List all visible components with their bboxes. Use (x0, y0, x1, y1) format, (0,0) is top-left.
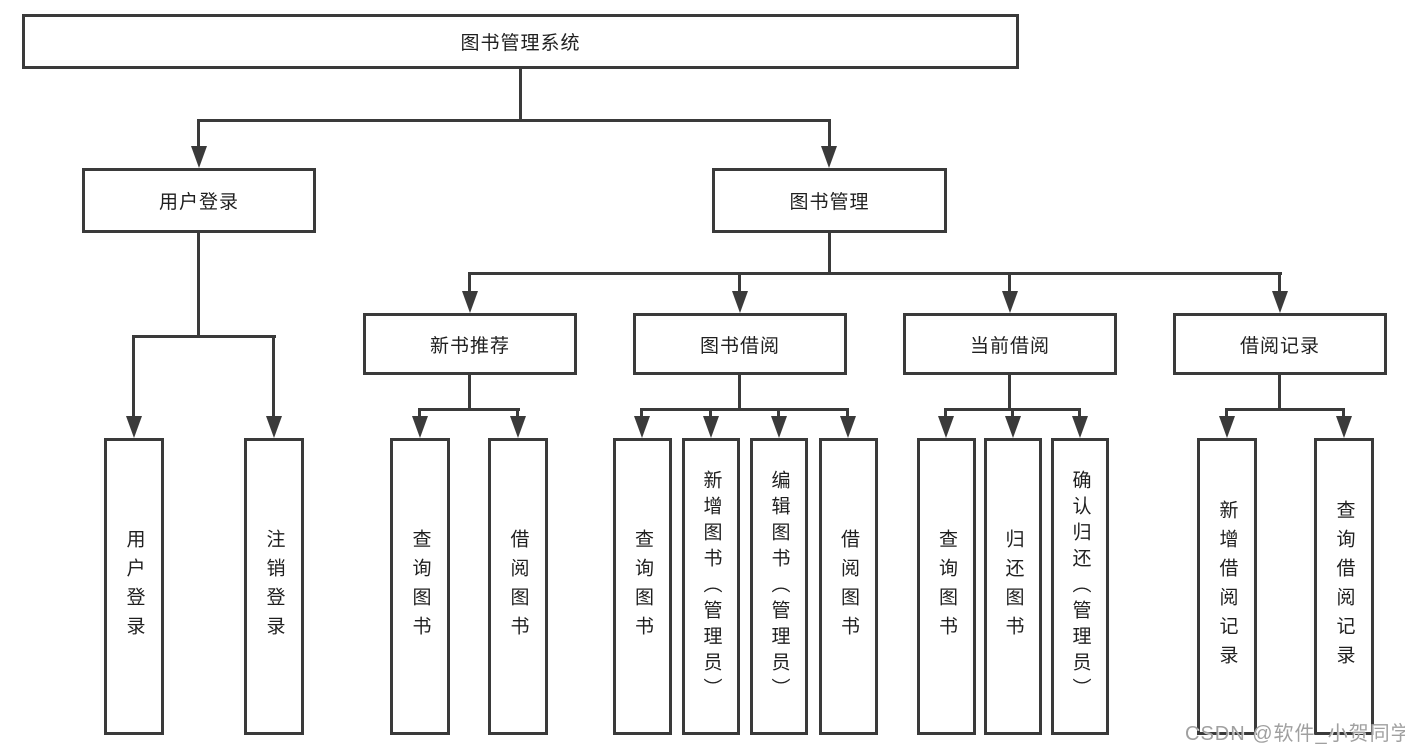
connector-vline (777, 408, 780, 418)
arrow-down-icon (1072, 416, 1088, 438)
node-label: 查询图书 (632, 528, 653, 645)
leaf-query-books: 查询图书 (390, 438, 450, 735)
node-user-login: 用户登录 (82, 168, 316, 233)
arrow-down-icon (1272, 291, 1288, 313)
arrow-down-icon (1002, 291, 1018, 313)
arrow-down-icon (462, 291, 478, 313)
connector-hline (197, 119, 831, 122)
connector-vline (468, 272, 471, 293)
connector-vline (132, 335, 135, 419)
connector-vline (468, 375, 471, 408)
node-book-management: 图书管理 (712, 168, 947, 233)
connector-vline (197, 119, 200, 149)
leaf-edit-book-admin: 编辑图书（管理员） (750, 438, 808, 735)
leaf-query-borrow-record: 查询借阅记录 (1314, 438, 1374, 735)
arrow-down-icon (1219, 416, 1235, 438)
connector-vline (1278, 272, 1281, 293)
connector-vline (1011, 408, 1014, 418)
connector-vline (640, 408, 643, 418)
node-label: 当前借阅 (969, 335, 1050, 357)
arrow-down-icon (821, 146, 837, 168)
connector-vline (1342, 408, 1345, 418)
connector-vline (738, 272, 741, 293)
arrow-down-icon (938, 416, 954, 438)
node-label: 确认归还（管理员） (1069, 469, 1091, 704)
node-label: 用户登录 (158, 192, 239, 213)
node-book-borrowing: 图书借阅 (633, 313, 847, 375)
connector-vline (709, 408, 712, 418)
node-label: 图书借阅 (699, 335, 780, 357)
connector-hline (468, 272, 1282, 275)
node-label: 归还图书 (1002, 528, 1024, 645)
arrow-down-icon (732, 291, 748, 313)
leaf-query-books: 查询图书 (917, 438, 976, 735)
node-label: 用户登录 (123, 528, 145, 645)
arrow-down-icon (126, 416, 142, 438)
arrow-down-icon (510, 416, 526, 438)
connector-vline (738, 375, 741, 408)
node-label: 新书推荐 (429, 335, 510, 357)
leaf-query-books: 查询图书 (613, 438, 672, 735)
leaf-borrow-books: 借阅图书 (819, 438, 878, 735)
node-library-system: 图书管理系统 (22, 14, 1019, 69)
arrow-down-icon (771, 416, 787, 438)
connector-hline (1225, 408, 1345, 411)
connector-hline (132, 335, 276, 338)
node-label: 图书管理 (789, 192, 870, 213)
connector-vline (418, 408, 421, 418)
node-borrowing-records: 借阅记录 (1173, 313, 1387, 375)
connector-vline (944, 408, 947, 418)
connector-vline (1225, 408, 1228, 418)
arrow-down-icon (1336, 416, 1352, 438)
leaf-confirm-return-admin: 确认归还（管理员） (1051, 438, 1109, 735)
connector-vline (519, 69, 522, 119)
node-label: 借阅图书 (838, 528, 859, 645)
node-label: 新增借阅记录 (1216, 499, 1238, 674)
leaf-add-borrow-record: 新增借阅记录 (1197, 438, 1257, 735)
connector-vline (272, 335, 275, 419)
connector-vline (1278, 375, 1281, 408)
leaf-add-book-admin: 新增图书（管理员） (682, 438, 740, 735)
arrow-down-icon (703, 416, 719, 438)
arrow-down-icon (191, 146, 207, 168)
arrow-down-icon (266, 416, 282, 438)
arrow-down-icon (412, 416, 428, 438)
connector-hline (640, 408, 849, 411)
arrow-down-icon (634, 416, 650, 438)
node-new-book-recommendation: 新书推荐 (363, 313, 577, 375)
connector-vline (828, 233, 831, 272)
connector-vline (1078, 408, 1081, 418)
leaf-logout: 注销登录 (244, 438, 304, 735)
arrow-down-icon (840, 416, 856, 438)
node-label: 编辑图书（管理员） (768, 469, 790, 704)
connector-vline (197, 233, 200, 335)
connector-vline (1008, 375, 1011, 408)
node-label: 查询图书 (409, 528, 431, 645)
connector-vline (828, 119, 831, 149)
arrow-down-icon (1005, 416, 1021, 438)
node-label: 图书管理系统 (460, 33, 581, 54)
node-label: 查询借阅记录 (1333, 499, 1355, 674)
leaf-return-books: 归还图书 (984, 438, 1042, 735)
node-label: 注销登录 (263, 528, 285, 645)
node-label: 借阅图书 (507, 528, 529, 645)
node-label: 借阅记录 (1239, 335, 1320, 357)
connector-vline (1008, 272, 1011, 293)
leaf-borrow-books: 借阅图书 (488, 438, 548, 735)
node-current-borrowing: 当前借阅 (903, 313, 1117, 375)
connector-vline (516, 408, 519, 418)
connector-hline (418, 408, 520, 411)
node-label: 新增图书（管理员） (700, 469, 722, 704)
connector-vline (846, 408, 849, 418)
node-label: 查询图书 (936, 528, 957, 645)
csdn-watermark: CSDN @软件_小贺同学 (1185, 723, 1405, 745)
leaf-user-login: 用户登录 (104, 438, 164, 735)
